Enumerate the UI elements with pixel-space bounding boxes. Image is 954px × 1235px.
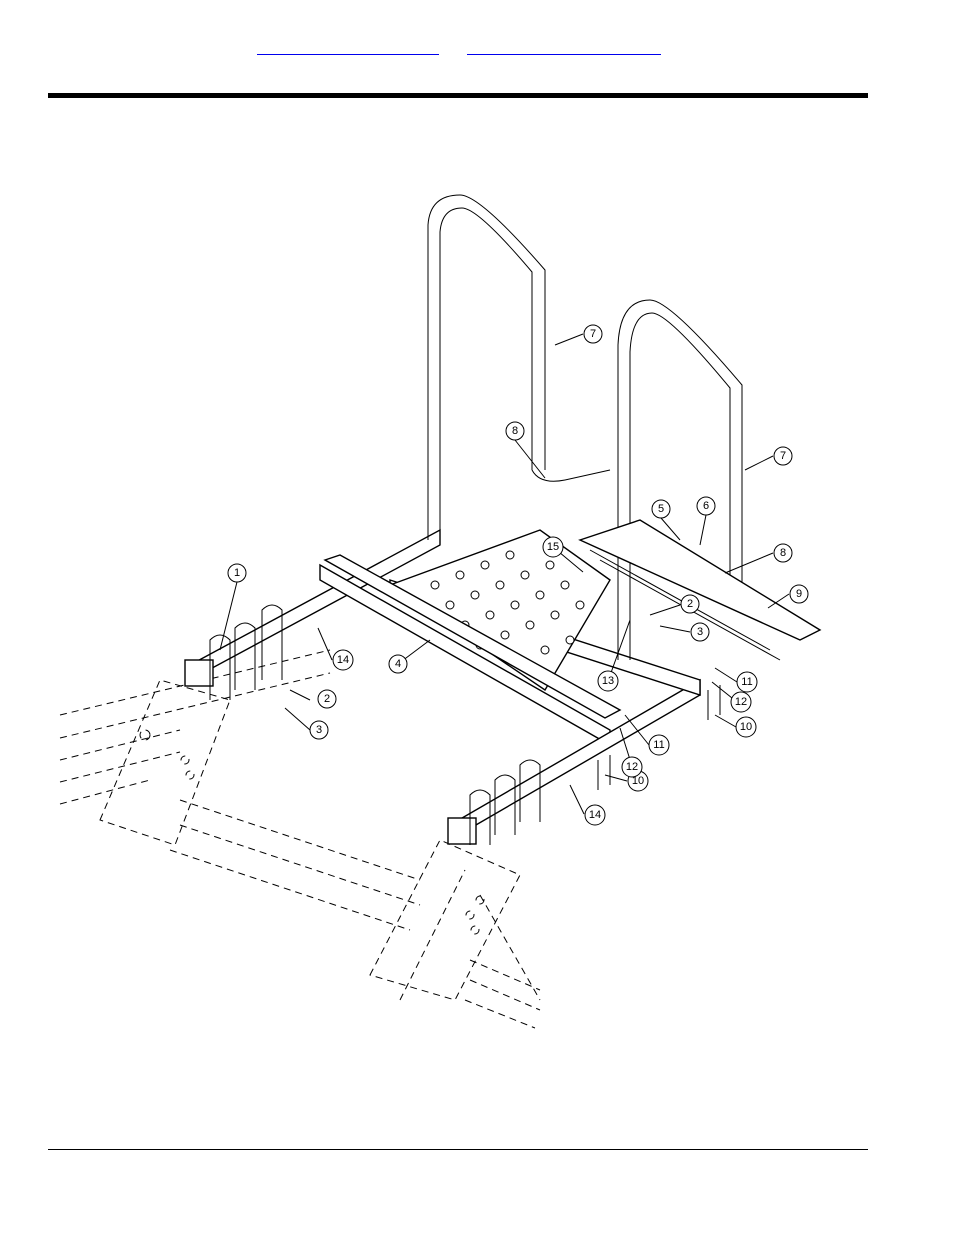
step-platform [325,530,620,718]
callout-label: 11 [653,739,664,751]
callout: 9 [790,585,808,603]
callout: 8 [506,422,524,440]
callout-label: 14 [589,809,601,821]
callout-label: 7 [780,450,786,462]
callout: 11 [649,735,669,755]
callout: 3 [310,721,328,739]
callout: 8 [774,544,792,562]
callout-label: 7 [590,328,596,340]
callout-label: 3 [697,626,703,638]
callout: 7 [774,447,792,465]
callout-label: 3 [316,724,322,736]
callout: 10 [736,717,756,737]
footer-rule [48,1149,868,1150]
callout-label: 1 [234,567,240,579]
callout-label: 6 [703,500,709,512]
callout-label: 12 [626,761,638,773]
callout-label: 10 [740,721,752,733]
callout-label: 2 [324,693,330,705]
exploded-parts-diagram: 1 2 3 4 5 6 7 7 8 8 9 10 10 11 11 12 12 … [48,185,828,1035]
callout: 5 [652,500,670,518]
callout-label: 8 [512,425,518,437]
callout-label: 14 [337,654,349,666]
header-link-left[interactable] [257,38,439,55]
callout-label: 12 [735,696,747,708]
callout-label: 9 [796,588,802,600]
callout-label: 2 [687,598,693,610]
dashed-implement-right [370,840,540,1028]
callout-label: 8 [780,547,786,559]
callout-label: 4 [395,658,401,670]
callout: 12 [622,757,642,777]
header-rule [48,93,868,98]
callout: 14 [585,805,605,825]
callout: 7 [584,325,602,343]
header-link-right[interactable] [467,38,661,55]
handrail-right [618,300,742,660]
callout-label: 11 [741,676,752,688]
callout: 6 [697,497,715,515]
dashed-implement-left [60,650,420,930]
callout-label: 13 [602,675,614,687]
handrail-left [428,195,610,540]
callout-label: 5 [658,503,664,515]
callout: 1 [228,564,246,582]
callout: 15 [543,537,563,557]
callout: 12 [731,692,751,712]
callout: 13 [598,671,618,691]
callout: 11 [737,672,757,692]
callout: 2 [681,595,699,613]
callout: 4 [389,655,407,673]
callout: 2 [318,690,336,708]
callout-label: 15 [547,541,559,553]
callout: 14 [333,650,353,670]
callout: 3 [691,623,709,641]
